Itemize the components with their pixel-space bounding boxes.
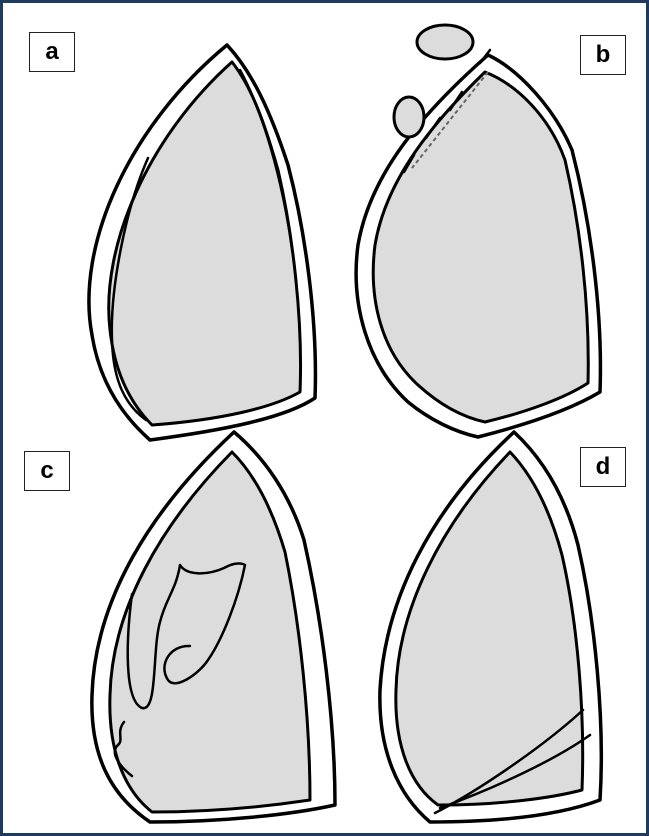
- panel-b-detached-fragment: [417, 25, 473, 59]
- panel-label-a: a: [29, 32, 75, 72]
- panel-b-leaf: [356, 25, 600, 437]
- panel-c-leaf: [92, 432, 335, 822]
- panel-label-d: d: [580, 447, 626, 487]
- panel-label-b: b: [580, 35, 626, 75]
- panel-label-c: c: [24, 451, 70, 491]
- panel-a-leaf: [89, 45, 315, 440]
- panel-b-detached-fragment: [394, 97, 424, 137]
- panel-d-leaf: [380, 432, 601, 822]
